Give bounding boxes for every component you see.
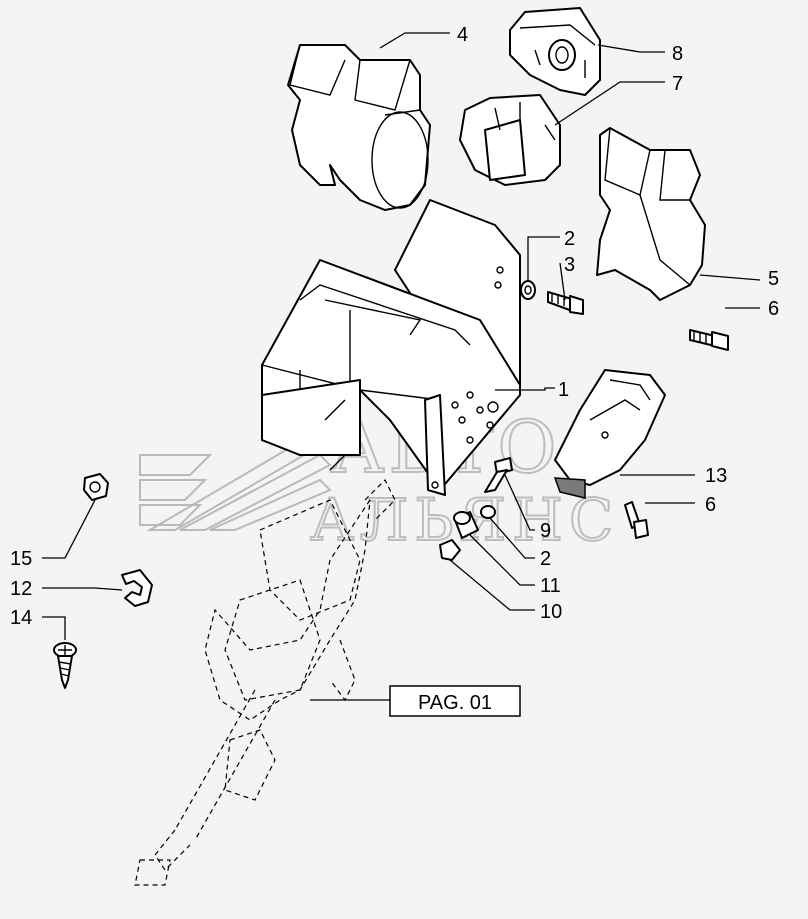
part-2-washer-top [520,280,536,300]
callout-4: 4 [457,24,468,46]
callout-12: 13 [705,465,727,487]
callout-2-lower: 2 [540,548,551,570]
part-2-washer-lower [480,505,496,519]
callout-6-upper: 6 [768,298,779,320]
part-1-main-bracket [261,199,521,496]
part-11-spacer [453,511,479,539]
part-8-top-cap [509,7,601,96]
callout-6-lower: 6 [705,494,716,516]
part-7-middle-bracket [459,94,561,186]
part-3-bolt [547,291,584,315]
leader-lines [42,32,761,701]
callout-5: 5 [768,268,779,290]
part-9-bolt [484,457,513,493]
part-6-bolt-lower [624,501,649,539]
callout-7: 7 [672,73,683,95]
steering-column-reference [134,478,396,886]
part-10-nut [439,539,461,561]
part-15-nut [83,473,109,501]
callout-13: 12 [10,578,32,600]
callout-9: 9 [540,520,551,542]
part-5-right-shroud [596,127,706,301]
part-12-lever-cover [553,369,666,499]
callout-labels: 4 8 7 2 3 5 6 1 13 6 9 2 11 10 15 12 14 [10,24,779,629]
callout-10: 10 [540,601,562,623]
callout-11: 11 [540,575,561,597]
callout-14: 14 [10,607,32,629]
callout-2-upper: 2 [564,228,575,250]
reference-box: PAG. 01 [389,685,521,717]
watermark: АВТО АЛЬЯНС [139,404,614,555]
callout-3: 3 [564,254,575,276]
callout-15: 15 [10,548,32,570]
part-14-screw [53,642,77,689]
callout-1: 1 [558,379,569,401]
callout-8: 8 [672,43,683,65]
reference-box-label: PAG. 01 [418,692,492,714]
part-13-clip [121,569,153,607]
part-6-bolt-upper [689,329,729,351]
part-4-upper-shroud [287,44,431,211]
